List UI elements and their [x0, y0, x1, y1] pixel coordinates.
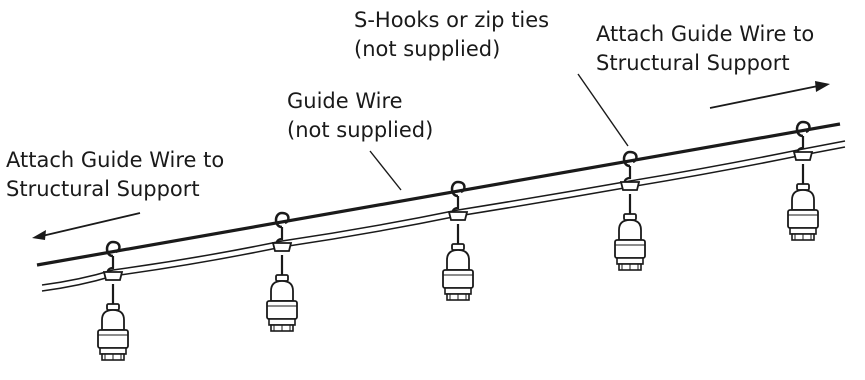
fixture-5 [786, 120, 820, 242]
attach-right-label-line1: Attach Guide Wire to [596, 22, 815, 46]
arrow-right-icon [709, 81, 830, 109]
fixture-2 [265, 211, 299, 333]
attach-left-label-line2: Structural Support [6, 177, 200, 201]
light-socket-icon [441, 222, 475, 302]
s-hooks-label: S-Hooks or zip ties (not supplied) [354, 6, 549, 64]
attach-right-label: Attach Guide Wire to Structural Support [596, 20, 814, 78]
fixture-1 [96, 240, 130, 362]
attach-right-label-line2: Structural Support [596, 51, 790, 75]
guide-wire-line [36, 122, 841, 267]
guide-wire-label-line1: Guide Wire [287, 89, 403, 113]
s-hook-icon [447, 180, 469, 222]
attach-left-label: Attach Guide Wire to Structural Support [6, 146, 224, 204]
light-socket-icon [96, 282, 130, 362]
guide-wire-label: Guide Wire (not supplied) [287, 87, 433, 145]
light-socket-icon [613, 192, 647, 272]
fixture-4 [613, 150, 647, 272]
fixture-3 [441, 180, 475, 302]
guide-wire-label-line2: (not supplied) [287, 118, 434, 142]
light-socket-icon [786, 162, 820, 242]
s-hooks-leader-line [577, 73, 629, 147]
s-hooks-label-line1: S-Hooks or zip ties [354, 8, 550, 32]
attach-left-label-line1: Attach Guide Wire to [6, 148, 225, 172]
s-hook-icon [271, 211, 293, 253]
light-socket-icon [265, 253, 299, 333]
guide-wire-leader-line [369, 150, 402, 191]
s-hook-icon [102, 240, 124, 282]
s-hooks-label-line2: (not supplied) [354, 37, 501, 61]
s-hook-icon [792, 120, 814, 162]
arrow-left-icon [32, 212, 141, 240]
s-hook-icon [619, 150, 641, 192]
